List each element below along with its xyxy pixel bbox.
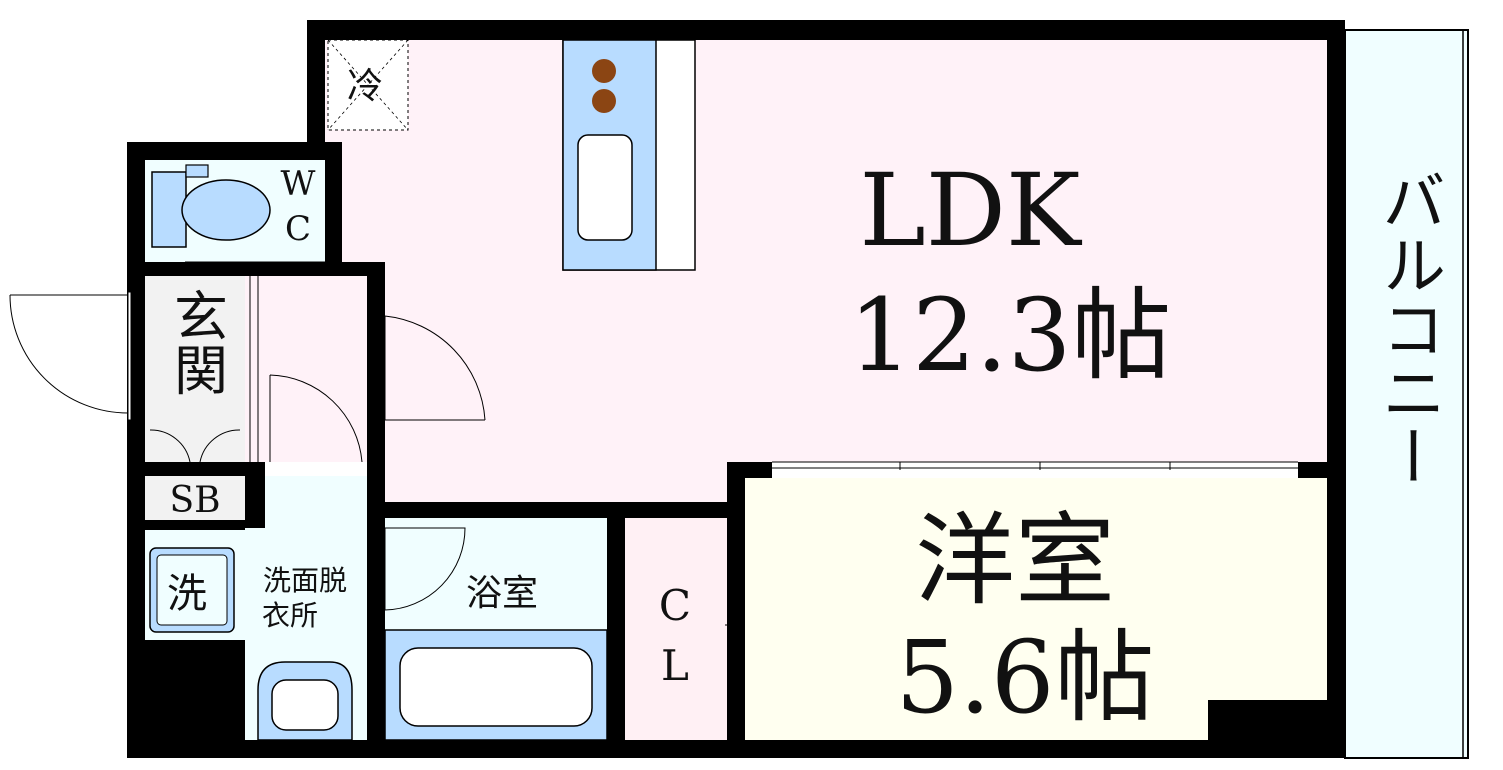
- shoebox-label: SB: [169, 480, 220, 521]
- stove-burner-2: [592, 89, 616, 113]
- ldk-size: 12.3帖: [849, 277, 1172, 394]
- fridge-label: 冷: [347, 66, 383, 107]
- toilet-tank: [151, 171, 187, 248]
- stove-burner-1: [592, 59, 616, 83]
- western-size: 5.6帖: [895, 619, 1154, 736]
- western-name: 洋室: [915, 502, 1115, 619]
- balcony-area: [1344, 29, 1469, 759]
- dressing-label-2: 衣所: [262, 599, 318, 632]
- western-floor: [745, 478, 1327, 740]
- closet-label-c: C: [659, 581, 691, 630]
- hall-floor: [245, 276, 367, 462]
- closet-floor: [625, 518, 727, 740]
- bath-label: 浴室: [466, 573, 538, 614]
- kitchen-sink: [577, 134, 633, 241]
- ldk-floor: [325, 40, 1327, 502]
- doors: [9, 60, 1340, 730]
- wc-label-w: W: [281, 164, 316, 204]
- ldk-name: LDK: [859, 152, 1083, 269]
- toilet-bowl: [181, 179, 271, 241]
- balcony-label: バルコニー: [1371, 168, 1445, 488]
- dressing-label-1: 洗面脱: [263, 564, 347, 597]
- shoebox-floor: [145, 476, 245, 520]
- washer-label: 洗: [167, 571, 207, 617]
- entrance-label: 玄関: [165, 288, 228, 396]
- wc-label-c: C: [285, 209, 311, 249]
- closet-label-l: L: [661, 641, 689, 690]
